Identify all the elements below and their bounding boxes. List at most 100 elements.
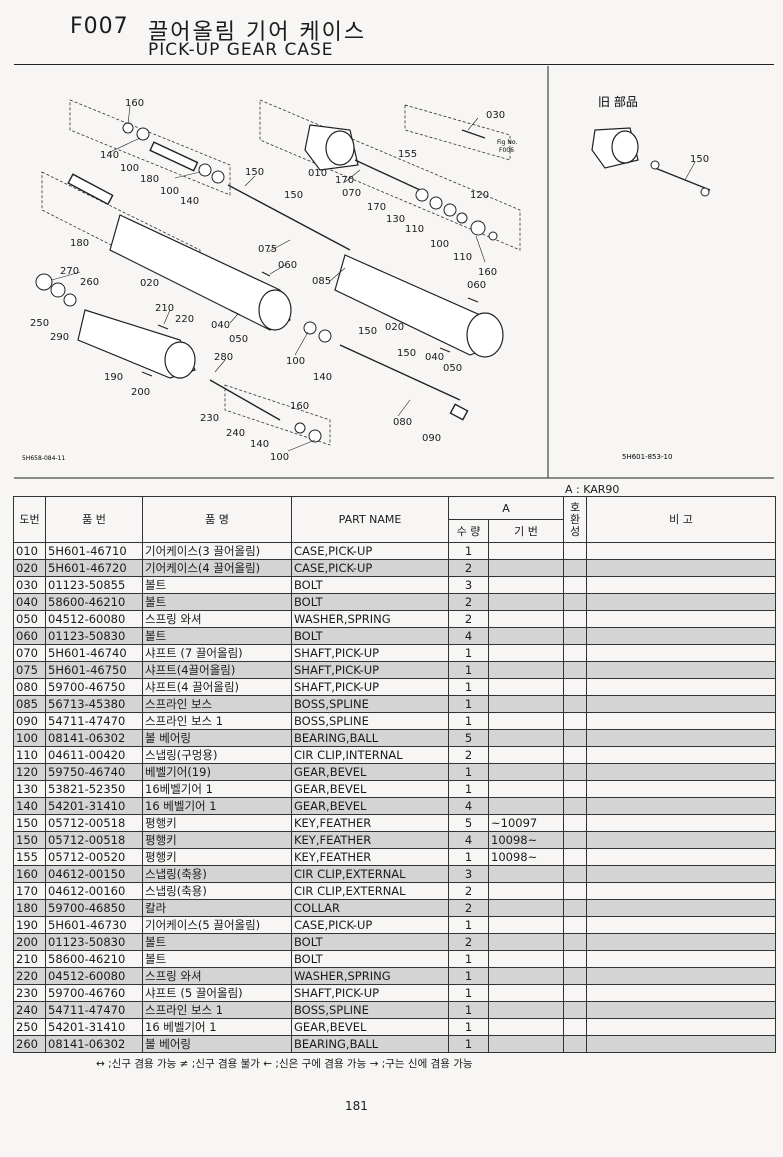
part-number: 5H601-46710 [45,542,143,560]
part-name-english: BOSS,SPLINE [291,1001,449,1019]
bearing-gear-parts [35,122,710,443]
callout-label: 150 [284,190,303,201]
callout-label: 140 [180,196,199,207]
part-name-korean: 기어케이스(5 끌어올림) [142,916,292,934]
compatibility [563,661,587,679]
compatibility [563,865,587,883]
item-number: 090 [13,712,46,730]
serial-range [488,1001,564,1019]
shaft-070 [354,159,421,191]
callout-label: 220 [175,314,194,325]
quantity: 1 [448,542,489,560]
quantity: 1 [448,848,489,866]
part-name-english: CIR CLIP,INTERNAL [291,746,449,764]
serial-range [488,593,564,611]
remarks [586,678,776,696]
remarks [586,933,776,951]
fig-ref-line1: Fig No. [497,139,517,146]
part-name-korean: 칼라 [142,899,292,917]
callout-label: 140 [313,372,332,383]
part-name-english: CIR CLIP,EXTERNAL [291,882,449,900]
quantity: 1 [448,695,489,713]
serial-range [488,542,564,560]
part-name-korean: 베벨기어(19) [142,763,292,781]
quantity: 1 [448,916,489,934]
header-rule [14,64,774,65]
part-name-korean: 스프라인 보스 [142,695,292,713]
boss-090 [449,403,469,421]
remarks [586,729,776,747]
quantity: 4 [448,627,489,645]
remarks [586,1035,776,1053]
compatibility [563,882,587,900]
compatibility [563,678,587,696]
serial-range [488,627,564,645]
serial-range [488,695,564,713]
part-name-english: BOLT [291,576,449,594]
part-name-korean: 스프링 와셔 [142,967,292,985]
remarks [586,916,776,934]
item-number: 230 [13,984,46,1002]
quantity: 1 [448,1018,489,1036]
quantity: 2 [448,610,489,628]
part-number: 04512-60080 [45,610,143,628]
callout-label: 260 [80,277,99,288]
quantity: 2 [448,899,489,917]
case-020-left-flange [258,289,292,331]
callout-leaders [51,105,696,452]
quantity: 3 [448,576,489,594]
callout-label: 190 [104,372,123,383]
quantity: 2 [448,882,489,900]
shaft-080 [339,344,461,401]
part-number: 58600-46210 [45,950,143,968]
part-name-korean: 평행키 [142,814,292,832]
compatibility [563,831,587,849]
callout-label: 100 [286,356,305,367]
serial-range [488,610,564,628]
old-parts-label: 旧 部品 [598,94,638,109]
remarks [586,695,776,713]
part-name-english: SHAFT,PICK-UP [291,644,449,662]
remarks [586,576,776,594]
quantity: 1 [448,678,489,696]
part-number: 56713-45380 [45,695,143,713]
header-part-no: 품 번 [45,496,143,543]
item-number: 085 [13,695,46,713]
model-label: A : KAR90 [565,483,620,496]
item-number: 075 [13,661,46,679]
header-compat: 호 환 성 [563,496,587,543]
callout-label: 070 [342,188,361,199]
serial-range [488,746,564,764]
item-number: 060 [13,627,46,645]
part-name-english: GEAR,BEVEL [291,1018,449,1036]
part-name-korean: 16 베벨기어 1 [142,1018,292,1036]
part-number: 04612-00150 [45,865,143,883]
part-name-english: BOLT [291,627,449,645]
serial-range [488,950,564,968]
part-number: 53821-52350 [45,780,143,798]
callout-labels: 160 140 100 180 100 140 150 150 010 170 … [30,98,709,463]
callout-label: 100 [160,186,179,197]
callout-label: 250 [30,318,49,329]
part-name-english: SHAFT,PICK-UP [291,678,449,696]
part-name-english: KEY,FEATHER [291,831,449,849]
remarks [586,899,776,917]
compatibility [563,610,587,628]
remarks [586,831,776,849]
item-number: 140 [13,797,46,815]
compatibility [563,712,587,730]
callout-label: 290 [50,332,69,343]
item-number: 010 [13,542,46,560]
serial-range [488,661,564,679]
